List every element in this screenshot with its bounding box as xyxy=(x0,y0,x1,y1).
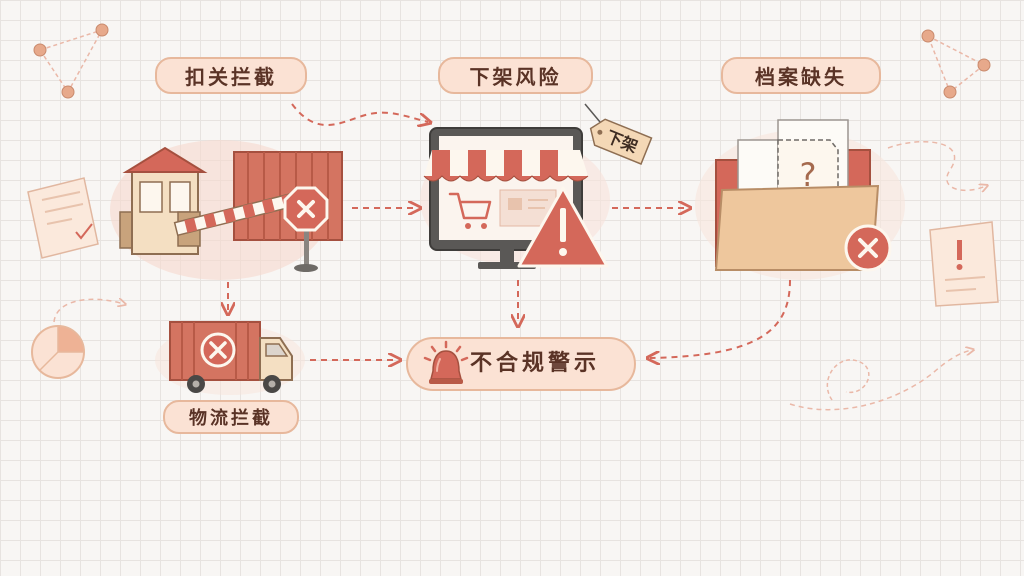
question-mark-icon: ? xyxy=(800,156,817,194)
checklist-paper-icon xyxy=(27,177,99,259)
molecule-decoration-right xyxy=(926,34,986,94)
node-archive-label: 档案缺失 xyxy=(755,65,847,89)
node-archive: 档案缺失 xyxy=(721,57,881,94)
molecule-nodes-left xyxy=(33,23,109,99)
pie-chart-icon xyxy=(31,325,85,379)
delist-tag-icon: 下架 xyxy=(584,103,653,165)
node-logistics-label: 物流拦截 xyxy=(189,408,273,429)
molecule-nodes-right xyxy=(921,29,991,99)
alarm-bell-icon xyxy=(423,340,469,384)
node-warning-label: 不合规警示 xyxy=(470,351,601,376)
online-store-monitor-icon xyxy=(423,127,609,269)
decorative-dashed-curve-bottom-right xyxy=(789,350,972,411)
decorative-dashed-curve-top-right xyxy=(887,140,986,191)
decorative-loop xyxy=(826,359,870,401)
warning-paper-icon xyxy=(929,221,999,307)
node-detain: 扣关拦截 xyxy=(155,57,307,94)
node-warning: 不合规警示 xyxy=(406,337,636,391)
node-delist: 下架风险 xyxy=(438,57,593,94)
missing-document-folder-icon: ? xyxy=(714,119,892,272)
node-delist-label: 下架风险 xyxy=(469,65,562,89)
decorative-dashed-curve-left xyxy=(53,299,124,323)
molecule-decoration-left xyxy=(38,28,104,94)
customs-booth-barrier-icon xyxy=(119,146,343,272)
node-logistics: 物流拦截 xyxy=(163,400,299,434)
blocked-truck-icon xyxy=(169,321,293,393)
arrow-detain-to-delist-curve xyxy=(291,103,428,125)
node-detain-label: 扣关拦截 xyxy=(185,65,277,89)
arrow-archive-to-warning xyxy=(650,279,791,358)
